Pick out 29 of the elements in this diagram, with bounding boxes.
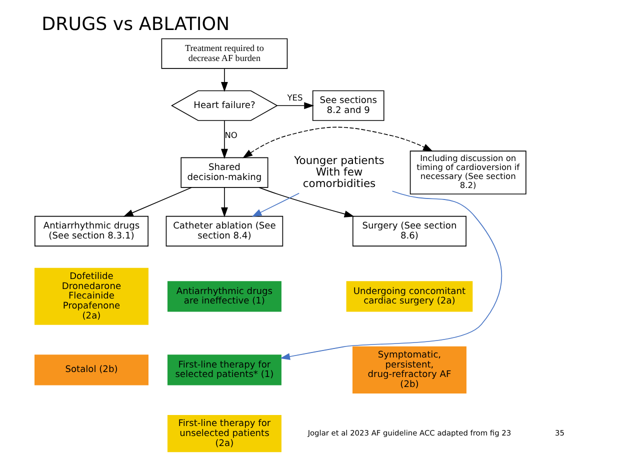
node-text: Younger patients With few comorbidities [294,153,384,190]
label: 35 [555,428,565,437]
node-box: Catheter ablation (See section 8.4) [166,215,284,246]
arrow [252,192,300,216]
node-box: Treatment required to decrease AF burden [161,38,288,68]
node-box: Undergoing concomitant cardiac surgery (2a) [346,280,473,312]
arrow [242,126,433,158]
node-box: Including discussion on timing of cardioversion if necessary (See section 8.2) [410,150,526,194]
diagram-title: DRUGS vs ABLATION [42,14,230,35]
node-box: See sections 8.2 and 9 [312,90,384,120]
node-box: First-line therapy for selected patients* (1) [167,354,282,385]
arrow [123,186,192,216]
node-box: Dofetilide Dronedarone Flecainide Propafenone (2a) [34,267,148,324]
edge-label: YES [287,92,303,102]
label: Joglar et al 2023 AF guideline ACC adapted from fig 23 [308,428,512,437]
arrow [258,186,354,217]
arrow [220,120,228,158]
node-box: First-line therapy for unselected patients (2a) [167,414,282,452]
node-box: Shared decision-making [180,156,268,188]
arrow [220,186,228,217]
node-box: Antiarrhythmic drugs (See section 8.3.1) [34,215,148,246]
edge-label: NO [224,129,238,140]
arrow [220,68,228,92]
node-box: Antiarrhythmic drugs are ineffective (1) [167,280,282,312]
node-box: Surgery (See section 8.6) [352,215,466,246]
node-box: Sotalol (2b) [34,354,148,385]
node-box: Symptomatic, persistent, drug-refractory AF (2b) [352,346,466,393]
arrow [276,102,314,109]
arrow [280,190,502,360]
